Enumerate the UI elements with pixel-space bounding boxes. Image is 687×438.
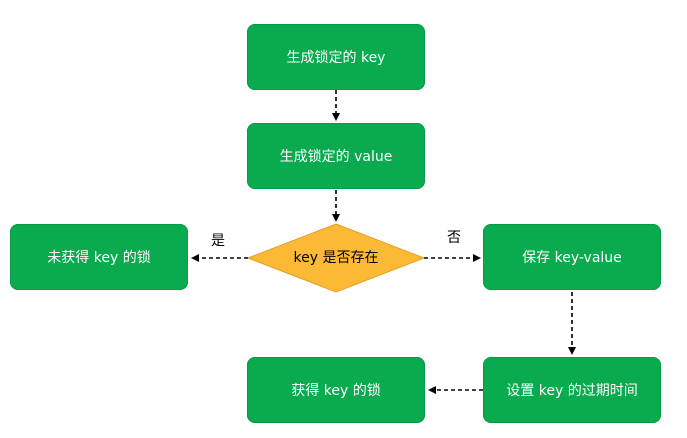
edge-label-no: 否 (447, 230, 461, 246)
node-save-key-value: 保存 key-value (483, 224, 661, 290)
edge-label-yes: 是 (211, 233, 225, 249)
node-not-get-lock-label: 未获得 key 的锁 (47, 250, 151, 266)
node-generate-key-label: 生成锁定的 key (286, 50, 386, 66)
node-set-expire: 设置 key 的过期时间 (483, 357, 661, 423)
node-not-get-lock: 未获得 key 的锁 (10, 224, 188, 290)
node-set-expire-label: 设置 key 的过期时间 (506, 383, 638, 399)
node-generate-key: 生成锁定的 key (247, 24, 425, 90)
node-get-lock-label: 获得 key 的锁 (291, 383, 381, 399)
node-get-lock: 获得 key 的锁 (247, 357, 425, 423)
decision-diamond (246, 223, 426, 293)
node-save-key-value-label: 保存 key-value (522, 250, 622, 266)
node-generate-value-label: 生成锁定的 value (279, 149, 393, 165)
decision-label: key 是否存在 (293, 250, 379, 266)
node-generate-value: 生成锁定的 value (247, 123, 425, 189)
